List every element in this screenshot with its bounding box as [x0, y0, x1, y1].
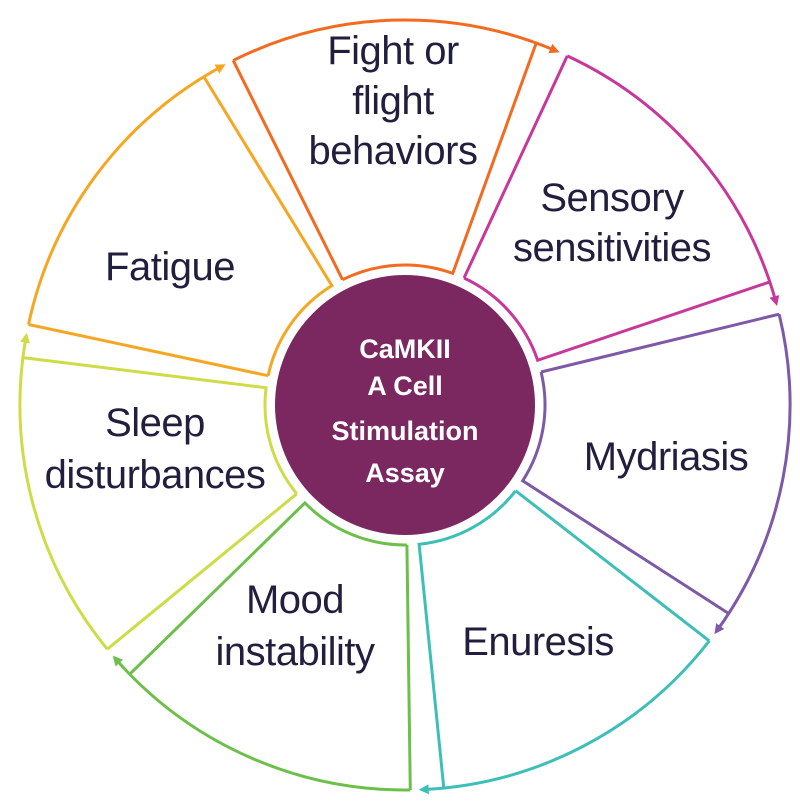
label-fight-or-flight-line-2: flight — [352, 79, 434, 123]
label-fight-or-flight-line-1: Fight or — [327, 29, 459, 73]
segment-arrow-enuresis — [418, 639, 711, 795]
center-hub: CaMKII A Cell Stimulation Assay — [275, 275, 535, 535]
segment-outline-sleep — [22, 356, 298, 651]
label-fight-or-flight-line-3: behaviors — [309, 129, 478, 173]
segment-outline-enuresis — [417, 489, 711, 789]
label-sensory-line-1: Sensory — [540, 176, 684, 220]
segment-arrow-mydriasis — [714, 313, 792, 635]
segment-mydriasis — [520, 312, 792, 635]
center-circle — [275, 275, 535, 535]
label-mydriasis-line-1: Mydriasis — [584, 435, 748, 479]
segment-arrow-fatigue — [27, 64, 226, 325]
segment-outline-mood — [128, 500, 412, 790]
segment-outline-fatigue — [28, 75, 334, 378]
segment-fight-or-flight — [231, 18, 560, 282]
label-fatigue-line-1: Fatigue — [105, 245, 235, 289]
segment-outline-sensory — [462, 55, 771, 363]
label-mood-line-1: Mood — [246, 578, 344, 622]
segment-outline-fight-or-flight — [231, 42, 538, 282]
label-enuresis-line-1: Enuresis — [462, 620, 614, 664]
segment-mood — [112, 500, 412, 792]
label-sleep-line-1: Sleep — [105, 401, 205, 445]
center-label-line-4: Assay — [365, 458, 445, 488]
segment-arrow-sleep — [18, 332, 109, 651]
segment-sleep — [18, 332, 298, 651]
segment-sensory — [462, 54, 780, 363]
segments-layer — [18, 18, 792, 795]
center-label-line-3: Stimulation — [332, 416, 479, 446]
center-label-line-1: CaMKII — [359, 334, 451, 364]
segment-arrow-mood — [112, 655, 411, 792]
label-mood-line-2: instability — [215, 630, 375, 674]
segment-outline-mydriasis — [520, 312, 780, 615]
label-sleep-line-2: disturbances — [45, 453, 266, 497]
segment-fatigue — [27, 64, 334, 378]
segment-arrow-sensory — [566, 54, 780, 307]
segment-arrow-fight-or-flight — [232, 18, 560, 62]
center-label-line-2: A Cell — [367, 371, 443, 401]
segment-enuresis — [417, 489, 711, 795]
label-sensory-line-2: sensitivities — [513, 226, 711, 270]
